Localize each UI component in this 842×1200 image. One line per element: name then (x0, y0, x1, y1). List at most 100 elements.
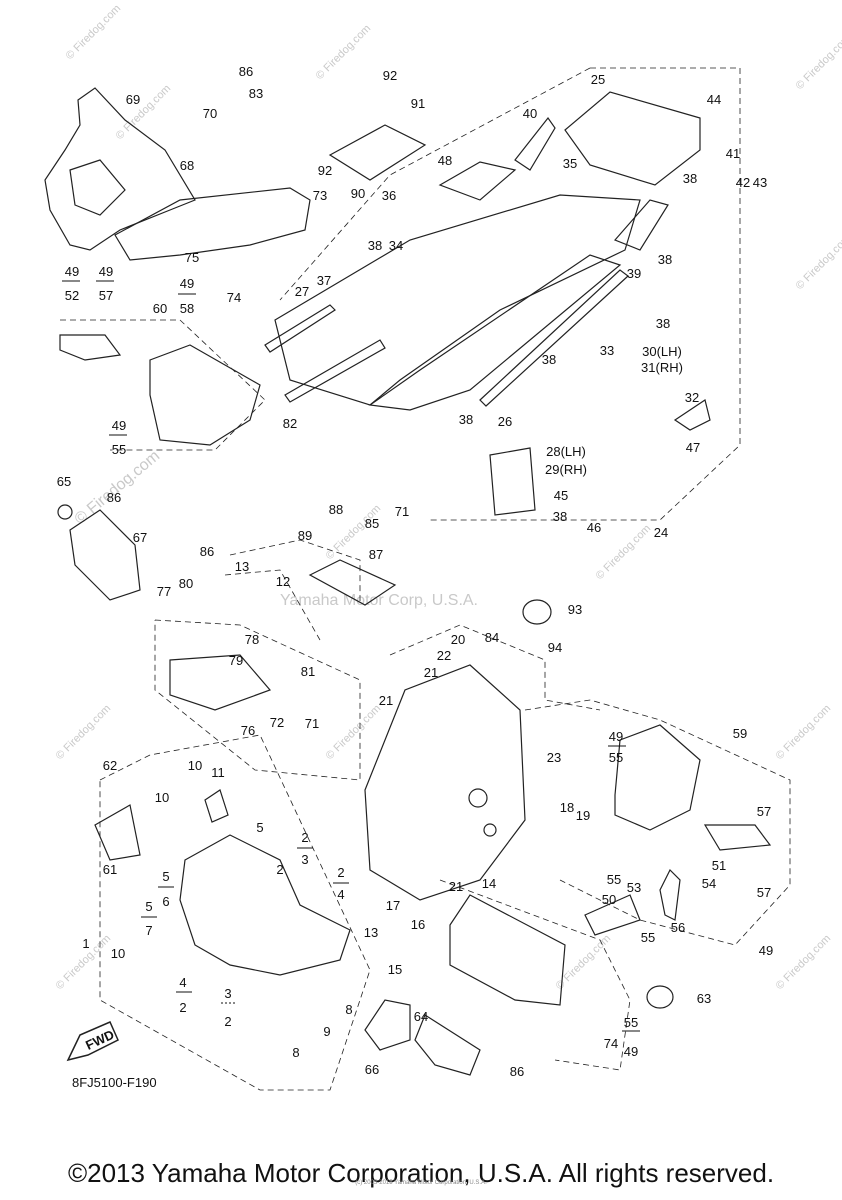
boundary-25 (279, 67, 591, 301)
part-callout-56: 56 (671, 920, 685, 935)
firedog-watermark: © Firedog.com (794, 33, 842, 93)
part-callout-50: 50 (602, 892, 616, 907)
part-callout-73: 73 (313, 188, 327, 203)
part-53 (584, 894, 641, 936)
part-callout-43: 43 (753, 175, 767, 190)
part-callout-67: 67 (133, 530, 147, 545)
boundary-1 (99, 734, 371, 1091)
part-11 (204, 789, 229, 823)
part-callout-55: 55 (112, 442, 126, 457)
part-callout-55: 55 (624, 1015, 638, 1030)
part-callout-6: 6 (162, 894, 169, 909)
part-callout-22: 22 (437, 648, 451, 663)
part-callout-13: 13 (364, 925, 378, 940)
part-callout-3: 3 (224, 986, 231, 1001)
part-callout-27: 27 (295, 284, 309, 299)
part-callout-10: 10 (188, 758, 202, 773)
rail-27 (264, 304, 336, 353)
part-47-plate (673, 399, 711, 431)
part-callout-49: 49 (112, 418, 126, 433)
part-callout-74: 74 (604, 1036, 618, 1051)
boundary-76 (154, 619, 361, 781)
part-callout-1: 1 (82, 936, 89, 951)
part-callout-2: 2 (337, 865, 344, 880)
part-callout-62: 62 (103, 758, 117, 773)
part-callout-48: 48 (438, 153, 452, 168)
part-callout-5: 5 (162, 869, 169, 884)
tiny-copyright: (c) 2005-2015 Yamaha Motor Corporation, … (355, 1180, 487, 1186)
part-callout-4: 4 (337, 887, 344, 902)
part-callout-80: 80 (179, 576, 193, 591)
part-callout-71: 71 (305, 716, 319, 731)
part-callout-30lh: 30(LH) (642, 344, 682, 359)
part-callout-74: 74 (227, 290, 241, 305)
firedog-watermark: © Firedog.com (594, 523, 654, 583)
part-callout-55: 55 (641, 930, 655, 945)
part-callout-58: 58 (180, 301, 194, 316)
part-callout-21: 21 (424, 665, 438, 680)
part-59-guard (614, 724, 701, 831)
part-callout-65: 65 (57, 474, 71, 489)
part-callout-55: 55 (607, 872, 621, 887)
part-callout-54: 54 (702, 876, 716, 891)
part-callout-57: 57 (757, 804, 771, 819)
part-callout-19: 19 (576, 808, 590, 823)
part-callout-31rh: 31(RH) (641, 360, 683, 375)
part-callout-42: 42 (736, 175, 750, 190)
part-callout-64: 64 (414, 1009, 428, 1024)
part-callout-5: 5 (145, 899, 152, 914)
part-callout-21: 21 (379, 693, 393, 708)
part-callout-38: 38 (683, 171, 697, 186)
part-callout-39: 39 (627, 266, 641, 281)
part-66 (364, 999, 411, 1051)
part-callout-9: 9 (323, 1024, 330, 1039)
part-callout-66: 66 (365, 1062, 379, 1077)
part-callout-86: 86 (200, 544, 214, 559)
part-callout-46: 46 (587, 520, 601, 535)
part-68-beam (114, 187, 311, 261)
part-callout-33: 33 (600, 343, 614, 358)
part-callout-16: 16 (411, 917, 425, 932)
firedog-watermark: © Firedog.com (554, 933, 614, 993)
fwd-arrow-icon (66, 1021, 119, 1062)
part-callout-93: 93 (568, 602, 582, 617)
part-callout-49: 49 (624, 1044, 638, 1059)
boundary-49 (524, 699, 791, 946)
part-callout-35: 35 (563, 156, 577, 171)
part-callout-38: 38 (658, 252, 672, 267)
part-94-ring (522, 599, 552, 625)
part-64 (414, 1014, 481, 1076)
frame-hole (468, 788, 488, 808)
part-callout-49: 49 (609, 729, 623, 744)
part-callout-15: 15 (388, 962, 402, 977)
part-callout-2: 2 (179, 1000, 186, 1015)
part-callout-76: 76 (241, 723, 255, 738)
part-callout-63: 63 (697, 991, 711, 1006)
part-callout-32: 32 (685, 390, 699, 405)
front-frame (364, 664, 526, 901)
part-callout-41: 41 (726, 146, 740, 161)
part-callout-89: 89 (298, 528, 312, 543)
rail-26 (479, 269, 629, 407)
part-callout-17: 17 (386, 898, 400, 913)
part-callout-7: 7 (145, 923, 152, 938)
part-callout-38: 38 (542, 352, 556, 367)
boundary-frame (389, 624, 601, 711)
part-callout-37: 37 (317, 273, 331, 288)
part-callout-44: 44 (707, 92, 721, 107)
part-callout-57: 57 (99, 288, 113, 303)
part-14-intercooler (449, 894, 566, 1006)
part-91-plate (328, 124, 427, 181)
part-callout-38: 38 (553, 509, 567, 524)
part-callout-26: 26 (498, 414, 512, 429)
part-callout-69: 69 (126, 92, 140, 107)
part-callout-81: 81 (301, 664, 315, 679)
frame-hole (483, 823, 497, 837)
part-callout-28lh: 28(LH) (546, 444, 586, 459)
part-callout-49: 49 (759, 943, 773, 958)
part-callout-21: 21 (449, 879, 463, 894)
part-callout-55: 55 (609, 750, 623, 765)
part-callout-3: 3 (301, 852, 308, 867)
